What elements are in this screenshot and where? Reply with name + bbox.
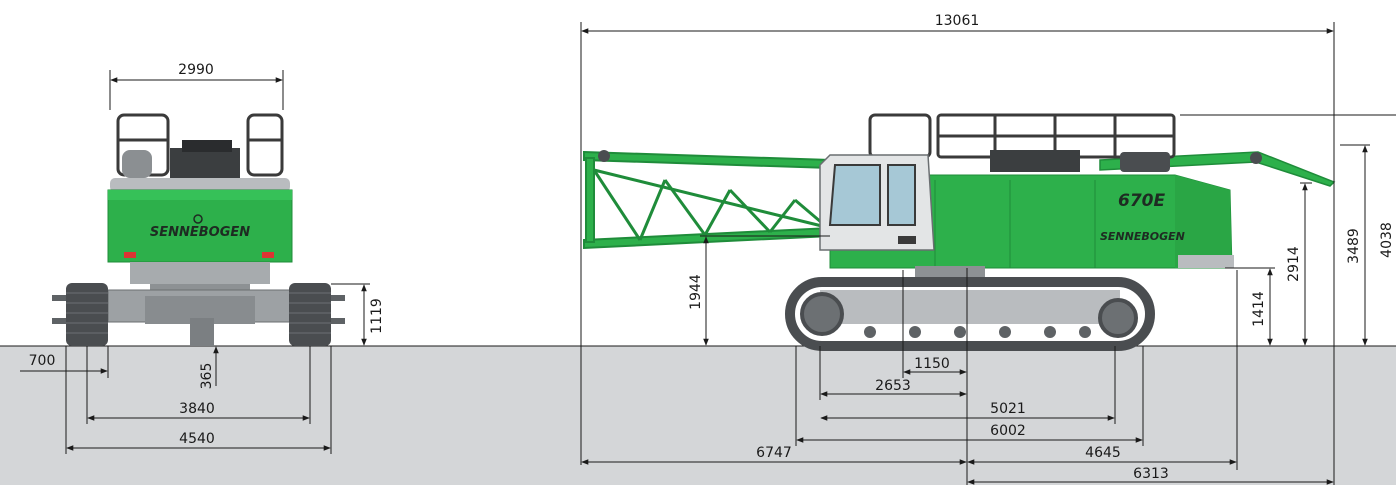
- dim-1150: 1150: [914, 356, 950, 372]
- dim-365: 365: [199, 363, 215, 390]
- dim-6313: 6313: [1133, 466, 1169, 482]
- dim-6747: 6747: [756, 445, 792, 461]
- dim-2653: 2653: [875, 378, 911, 394]
- dim-4645: 4645: [1085, 445, 1121, 461]
- cab-window-side: [887, 164, 916, 226]
- dim-6002: 6002: [990, 423, 1026, 439]
- front-dimensions: [20, 70, 370, 454]
- front-view-machine: SENNEBOGEN: [52, 113, 345, 346]
- dim-2990: 2990: [178, 62, 214, 78]
- side-brand-logo: SENNEBOGEN: [1100, 230, 1185, 243]
- dim-4540: 4540: [179, 431, 215, 447]
- side-track: [785, 277, 1155, 351]
- side-undercarriage: [820, 290, 1120, 324]
- dim-3489: 3489: [1346, 228, 1362, 264]
- dim-1414: 1414: [1251, 291, 1267, 327]
- dim-1119: 1119: [369, 298, 385, 334]
- side-view-machine: 670E SENNEBOGEN: [583, 113, 1336, 351]
- dim-4038: 4038: [1379, 222, 1395, 258]
- front-dimension-labels: 2990 700 365 1119 3840 4540: [29, 62, 385, 447]
- dim-1944: 1944: [688, 274, 704, 310]
- front-track-right: [289, 283, 331, 346]
- side-dimensions: [580, 22, 1396, 485]
- front-brand-logo: SENNEBOGEN: [150, 225, 250, 240]
- cab-window-front: [828, 164, 881, 226]
- front-track-left: [66, 283, 108, 346]
- dim-700: 700: [29, 353, 56, 369]
- dim-3840: 3840: [179, 401, 215, 417]
- dim-5021: 5021: [990, 401, 1026, 417]
- dim-13061: 13061: [935, 13, 980, 29]
- side-dimension-labels: 13061 1944 1414 2914 3489 4038 1150 2653…: [688, 13, 1395, 482]
- boom: [583, 150, 831, 250]
- dim-2914: 2914: [1286, 246, 1302, 282]
- side-model-logo: 670E: [1118, 191, 1165, 211]
